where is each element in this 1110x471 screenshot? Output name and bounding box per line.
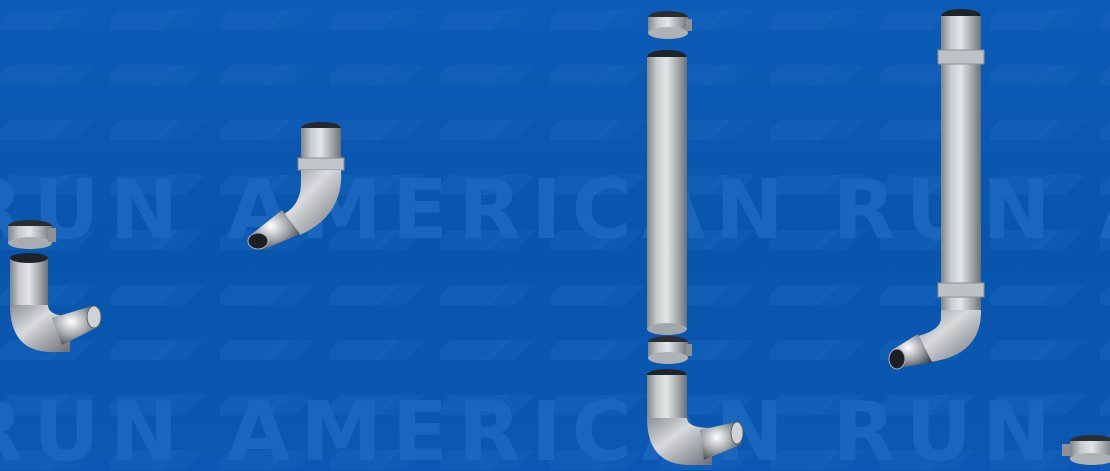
- assembled-stack: [888, 9, 985, 370]
- corner-clamp: [1062, 435, 1110, 465]
- band-clamp: [8, 220, 56, 249]
- short-elbow-kit: [8, 220, 102, 352]
- chrome-tip: [52, 305, 102, 345]
- chrome-tip: [247, 210, 300, 250]
- band-clamp: [648, 11, 692, 39]
- long-straight-stack-kit: [647, 11, 744, 465]
- elbow-with-clamp: [247, 122, 345, 250]
- chrome-tip: [888, 334, 932, 370]
- band-clamp: [648, 336, 692, 364]
- watermark-text: RUN AMERICAN RUN AMERICAN RUN AM: [0, 385, 1110, 471]
- watermark-text: RUN AMERICAN RUN AMERICAN RUN AM: [0, 163, 1110, 258]
- chrome-tip: [700, 421, 744, 460]
